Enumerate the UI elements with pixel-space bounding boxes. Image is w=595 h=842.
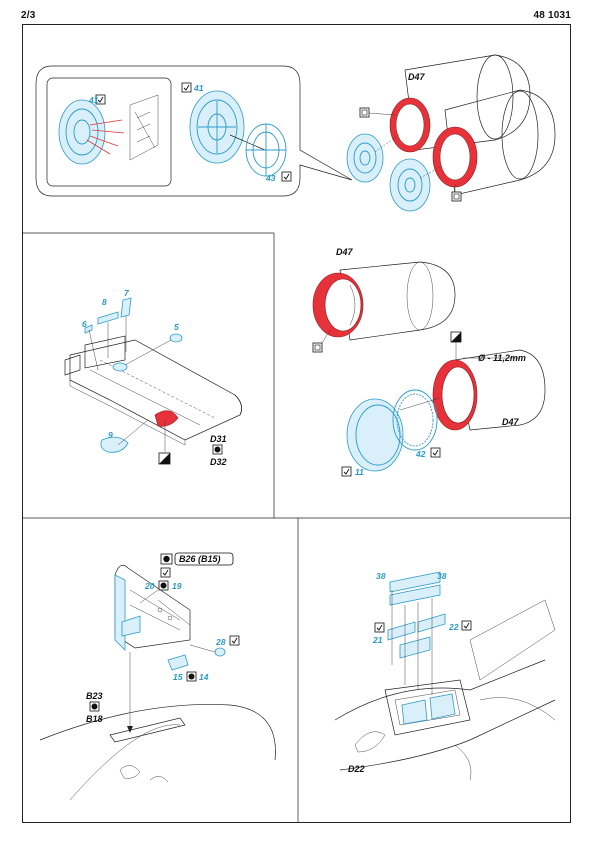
red-patch (154, 410, 179, 427)
label-b23: B23 (86, 691, 103, 701)
panel-dividers (22, 232, 571, 823)
label-diameter: Ø - 11,2mm (478, 353, 526, 363)
label-6: 6 (82, 319, 87, 329)
label-41: 41 (193, 83, 204, 93)
part-28 (214, 647, 226, 657)
part-22 (417, 613, 446, 633)
label-box-b26 (174, 552, 234, 566)
ring-11 (346, 398, 404, 472)
step1-exhaust-detail: 41 41 43 D47 (35, 54, 556, 212)
exhaust-pe-discs (346, 133, 431, 212)
label-22: 22 (448, 622, 459, 632)
label-42: 42 (415, 449, 426, 459)
label-b26: B26 (B15) (179, 554, 221, 564)
label-19: 19 (172, 581, 182, 591)
step2-flap-detail: 6 8 7 5 9 D31 D32 (64, 288, 242, 467)
check-icon (160, 567, 171, 578)
catalog-number: 48 1031 (533, 10, 571, 21)
label-15: 15 (173, 672, 183, 682)
label-8: 8 (102, 297, 107, 307)
part-6 (84, 324, 93, 334)
part-38-top (389, 571, 441, 593)
page-number: 2/3 (21, 10, 36, 21)
instruction-frame (22, 24, 571, 823)
label-7: 7 (124, 288, 130, 298)
label-d47-top: D47 (336, 247, 354, 257)
detail-callout-bubble (35, 65, 353, 197)
inset-bracket (129, 94, 159, 161)
label-38-left: 38 (376, 571, 386, 581)
label-21: 21 (372, 635, 383, 645)
exhaust-cylinders (389, 54, 556, 196)
ring-42 (392, 389, 438, 451)
check-icon (229, 635, 240, 646)
label-14: 14 (199, 672, 209, 682)
label-9: 9 (108, 430, 113, 440)
check-icon (430, 447, 441, 458)
check-icon (281, 171, 292, 182)
inset-box (46, 77, 172, 187)
label-20: 20 (144, 581, 155, 591)
label-28: 28 (215, 637, 226, 647)
disc-41 (189, 90, 245, 164)
check-icon (374, 622, 385, 633)
label-d32: D32 (210, 457, 227, 467)
paint-icon (451, 191, 462, 202)
label-11: 11 (355, 467, 364, 477)
label-d47-bottom: D47 (502, 417, 520, 427)
step3-nozzle-detail: D47 D47 Ø - 11,2mm 11 42 (312, 247, 546, 477)
check-icon (95, 94, 106, 105)
check-icon (341, 466, 352, 477)
part-15-14 (167, 654, 189, 671)
label-d47: D47 (408, 72, 426, 82)
part-7 (120, 297, 132, 318)
ring-43 (245, 123, 287, 177)
step4-panel-detail: B26 (B15) 20 19 28 15 14 B23 B18 (39, 552, 276, 801)
part-21 (387, 621, 416, 641)
label-41-inset: 41 (88, 95, 99, 105)
paint-icon (312, 342, 323, 353)
label-43: 43 (265, 173, 276, 183)
part-9 (100, 436, 129, 453)
paint-icon (359, 107, 370, 118)
label-b18: B18 (86, 714, 103, 724)
check-icon (461, 620, 472, 631)
check-icon (181, 82, 192, 93)
part-5 (169, 333, 183, 343)
label-5: 5 (174, 322, 179, 332)
label-d31: D31 (210, 434, 227, 444)
step5-cockpit-detail: 38 38 21 22 D22 (334, 571, 556, 781)
label-38-right: 38 (437, 571, 447, 581)
inset-disc-41 (58, 99, 125, 165)
label-d22: D22 (348, 764, 365, 774)
part-8 (97, 311, 119, 325)
